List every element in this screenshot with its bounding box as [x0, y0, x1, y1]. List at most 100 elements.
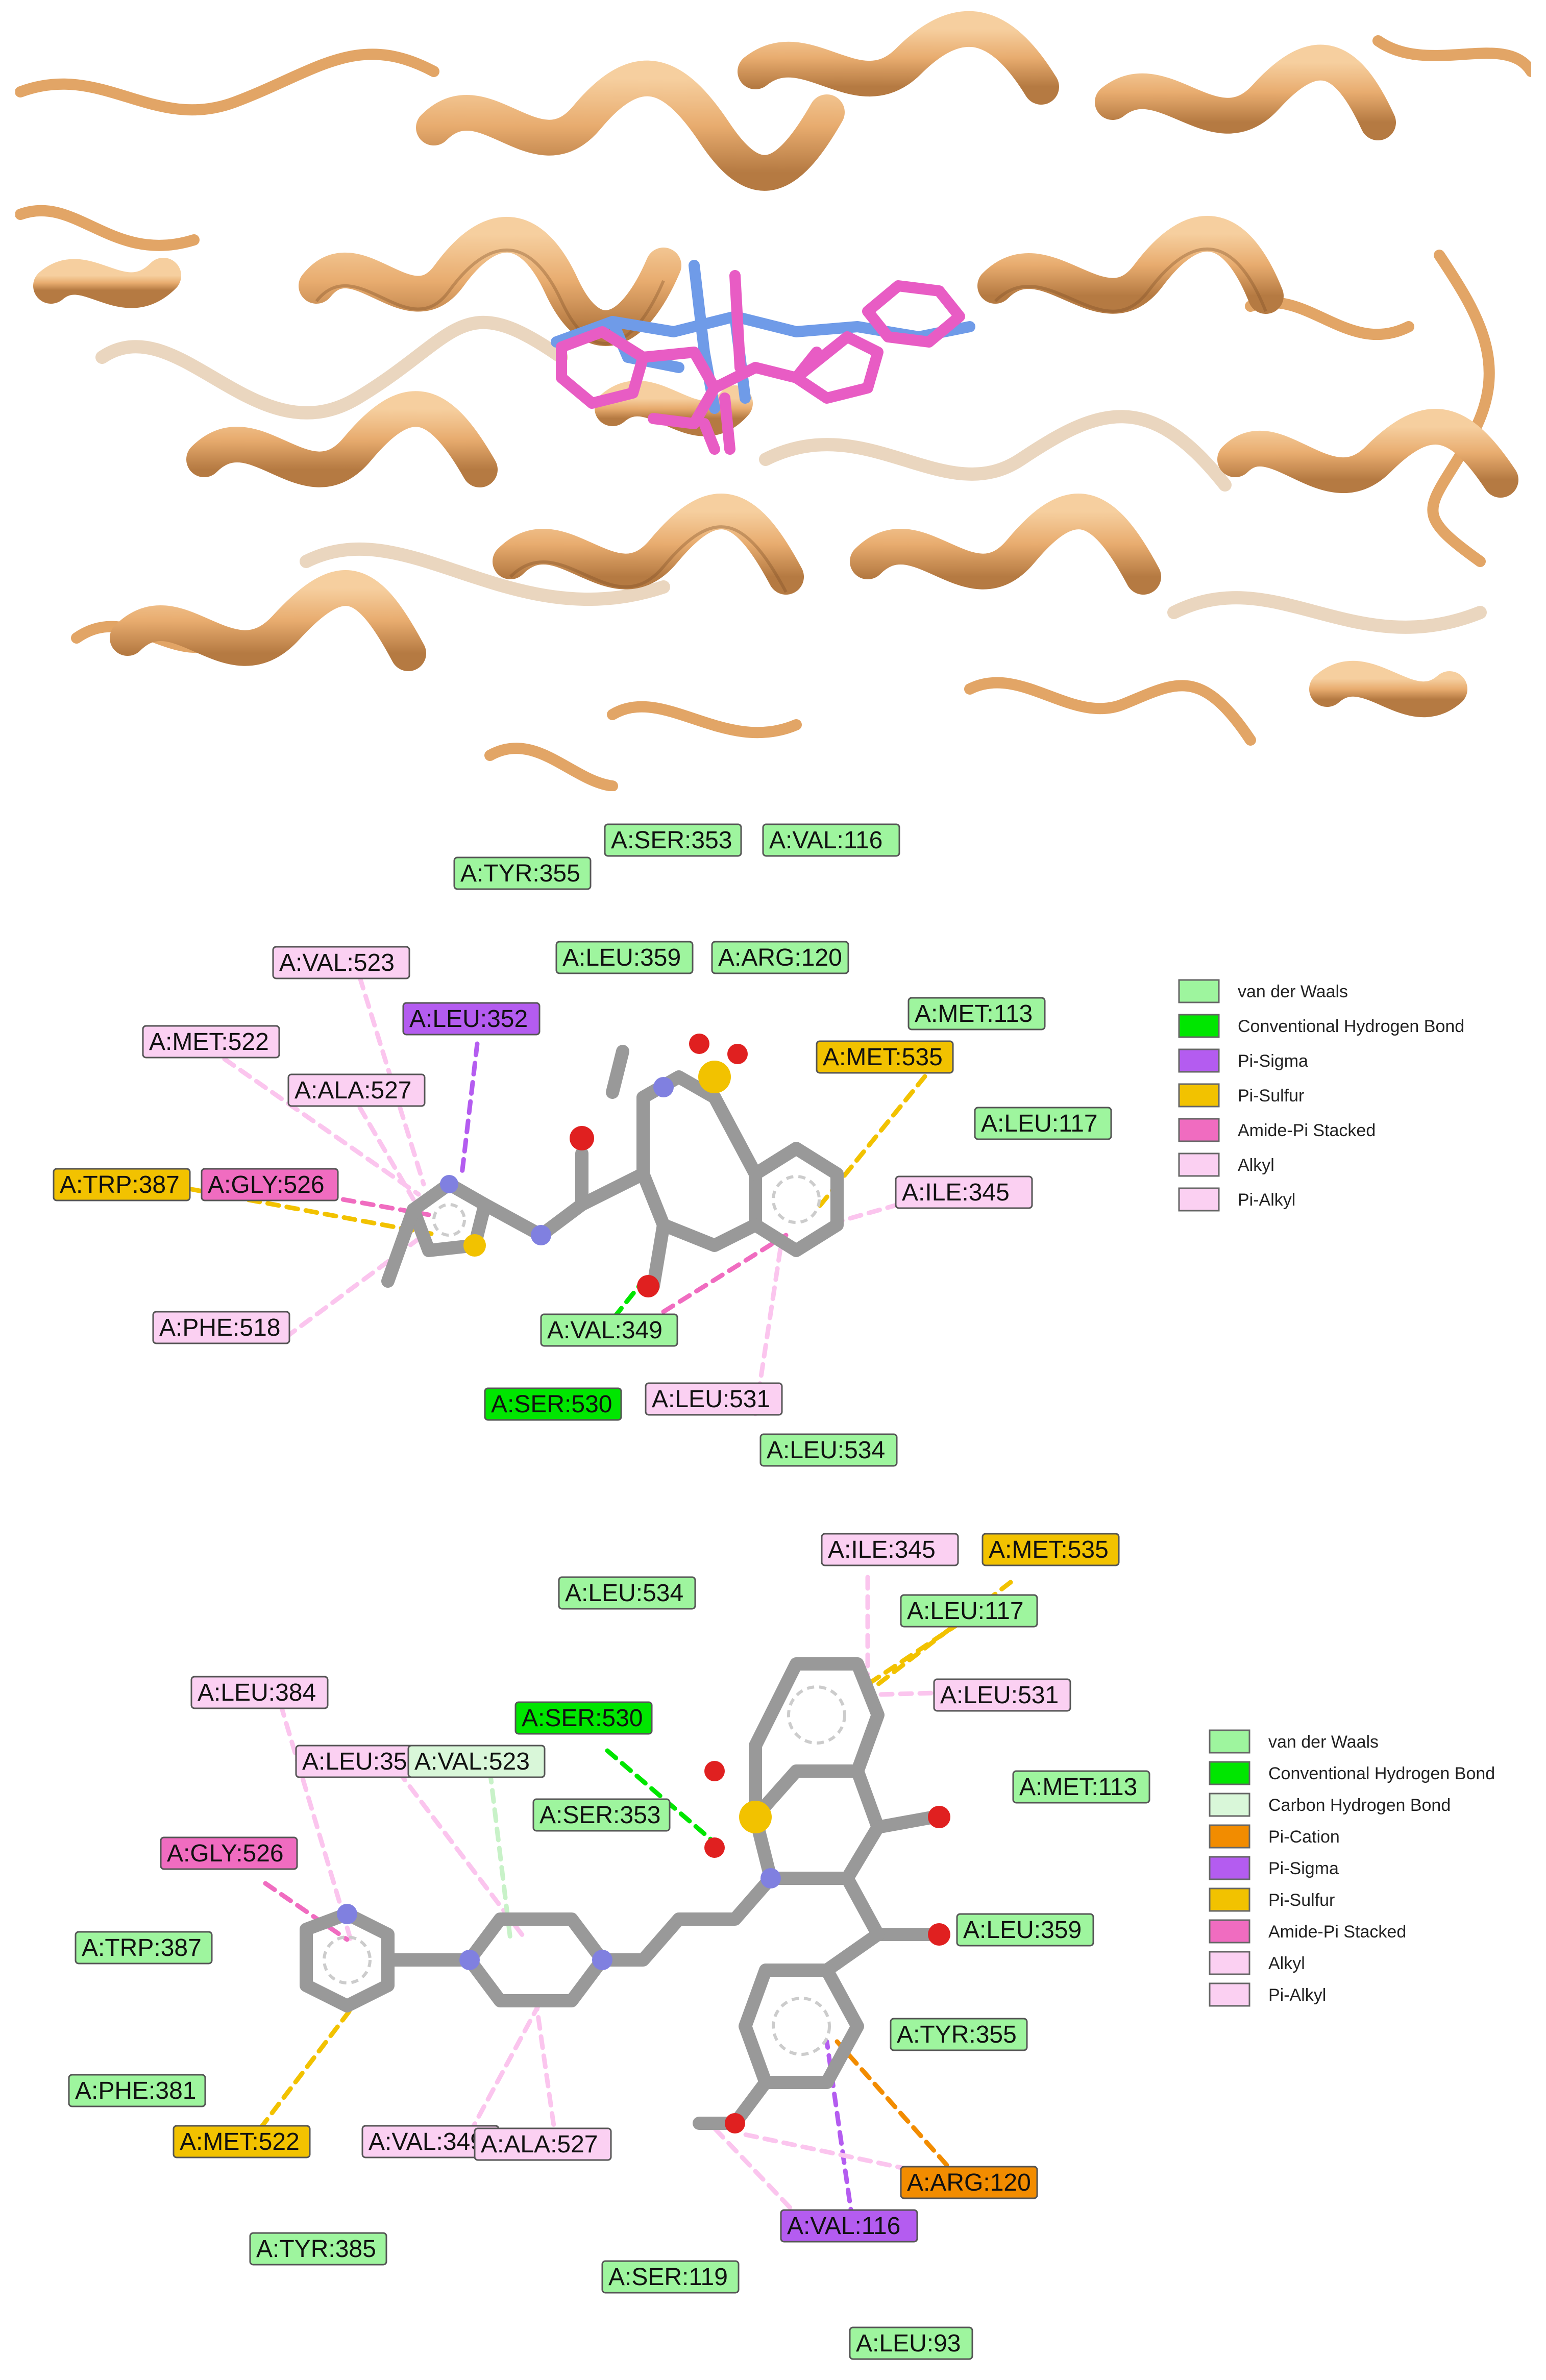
helices	[33, 11, 1518, 718]
panel3-residue-box-8	[407, 1745, 546, 1778]
atom-o-p5	[725, 2113, 745, 2133]
panel3-residue-box-16	[173, 2125, 311, 2158]
panel3-legend-swatch-5	[1209, 1887, 1250, 1912]
panel3-atoms	[337, 1761, 950, 2133]
ligand-pink	[556, 270, 965, 455]
panel2-residue-box-1	[762, 823, 900, 857]
panel3-residue-13: A:TRP:387	[75, 1931, 213, 1965]
panel2-legend-item-4: Amide-Pi Stacked	[1178, 1118, 1376, 1142]
panel2-residue-13: A:GLY:526	[201, 1168, 339, 1201]
panel3-residue-label-18: A:ALA:527	[481, 2131, 598, 2158]
panel3-legend-label-3: Pi-Cation	[1268, 1827, 1340, 1847]
hydroxyl-bond	[647, 1218, 670, 1293]
atom-o-p4	[928, 1923, 950, 1946]
panel3-residue-label-20: A:VAL:116	[787, 2213, 900, 2240]
panel3-residue-label-14: A:TYR:355	[897, 2021, 1017, 2048]
panel3-legend-item-2: Carbon Hydrogen Bond	[1209, 1793, 1451, 1817]
panel3-residue-box-14	[890, 2018, 1028, 2051]
panel3-residue-box-0	[821, 1533, 959, 1566]
panel3-legend-swatch-0	[1209, 1729, 1250, 1754]
panel3-residue-box-13	[75, 1931, 213, 1965]
panel3-residue-label-0: A:ILE:345	[828, 1536, 936, 1563]
methyl-bond	[381, 1203, 420, 1288]
panel2-residue-label-5: A:ARG:120	[718, 944, 842, 971]
panel3-residue-label-2: A:LEU:534	[565, 1580, 683, 1607]
panel3-residue-label-13: A:TRP:387	[82, 1934, 202, 1961]
panel2-residue-label-0: A:SER:353	[611, 827, 732, 854]
panel2-residue-label-18: A:LEU:531	[652, 1386, 770, 1413]
panel2-residue-box-16	[540, 1313, 678, 1347]
panel3-residue-label-5: A:LEU:531	[940, 1682, 1059, 1709]
panel2-legend-swatch-5	[1178, 1152, 1220, 1177]
panel3-residue-11: A:GLY:526	[160, 1836, 298, 1870]
panel3-legend-item-6: Amide-Pi Stacked	[1209, 1919, 1406, 1944]
panel2-residue-label-16: A:VAL:349	[547, 1317, 662, 1344]
panel3-residue-7: A:LEU:352	[295, 1745, 433, 1778]
panel3-residue-19: A:ARG:120	[900, 2166, 1038, 2199]
panel2-residue-16: A:VAL:349	[540, 1313, 678, 1347]
line-arg120-b	[835, 2039, 962, 2182]
panel3-residue-18: A:ALA:527	[474, 2127, 612, 2161]
line-val116-b	[824, 2039, 855, 2223]
line-ala527	[357, 1105, 416, 1202]
panel3-legend-label-1: Conventional Hydrogen Bond	[1268, 1764, 1495, 1783]
panel3-residue-box-6	[514, 1701, 653, 1735]
panel3-residue-box-12	[956, 1913, 1094, 1947]
panel2-residue-12: A:TRP:387	[53, 1168, 191, 1201]
atom-s-2	[463, 1234, 486, 1257]
panel2-residue-label-14: A:ILE:345	[902, 1179, 1010, 1206]
panel2-residue-label-1: A:VAL:116	[769, 827, 882, 854]
panel2-legend-swatch-0	[1178, 979, 1220, 1003]
panel2-residue-label-19: A:LEU:534	[767, 1437, 885, 1464]
panel2-residue-label-2: A:TYR:355	[460, 860, 580, 887]
panel2-legend-swatch-3	[1178, 1083, 1220, 1108]
panel3-residue-box-3	[900, 1594, 1038, 1628]
panel2-residue-label-17: A:SER:530	[491, 1391, 612, 1418]
panel3-legend-swatch-6	[1209, 1919, 1250, 1944]
panel3-residue-8: A:VAL:523	[407, 1745, 546, 1778]
panel3-residue-label-19: A:ARG:120	[907, 2169, 1031, 2196]
panel3-residue-label-3: A:LEU:117	[907, 1598, 1024, 1625]
ring-bonds-b	[636, 1091, 762, 1252]
panel3-residue-box-11	[160, 1836, 298, 1870]
panel2-legend-label-1: Conventional Hydrogen Bond	[1238, 1017, 1464, 1036]
atom-o-3	[727, 1044, 748, 1064]
panel2-residue-label-12: A:TRP:387	[60, 1171, 180, 1198]
panel3-legend-label-8: Pi-Alkyl	[1268, 1985, 1326, 2005]
panel3-residue-0: A:ILE:345	[821, 1533, 959, 1566]
panel2-residue-11: A:LEU:117	[974, 1107, 1112, 1140]
panel2-residue-box-14	[895, 1175, 1033, 1209]
atom-o-p1	[704, 1761, 725, 1781]
panel2-residue-19: A:LEU:534	[759, 1433, 898, 1467]
panel2-residue-box-15	[152, 1311, 290, 1344]
panel2-residue-label-6: A:LEU:352	[409, 1005, 528, 1033]
line-val523-b	[487, 1769, 513, 1942]
protein-structure-panel	[15, 10, 1531, 791]
panel2-residue-17: A:SER:530	[484, 1387, 622, 1421]
panel2-residue-7: A:MET:113	[907, 997, 1046, 1030]
line-ala527-b	[533, 1998, 559, 2146]
atom-o-p3	[928, 1806, 950, 1828]
panel3-residue-9: A:MET:113	[1012, 1770, 1150, 1804]
panel2-residue-label-9: A:MET:535	[823, 1044, 943, 1071]
panel3-legend-item-4: Pi-Sigma	[1209, 1856, 1339, 1880]
panel3-residue-label-11: A:GLY:526	[167, 1840, 284, 1867]
panel2-legend-swatch-4	[1178, 1118, 1220, 1142]
panel3-residue-6: A:SER:530	[514, 1701, 653, 1735]
panel2-residue-box-6	[402, 1002, 541, 1036]
docked-ligands	[551, 260, 975, 455]
panel3-legend-swatch-7	[1209, 1951, 1250, 1975]
phenol-ring	[739, 1928, 885, 2089]
panel2-legend-item-1: Conventional Hydrogen Bond	[1178, 1014, 1464, 1038]
panel2-residue-box-13	[201, 1168, 339, 1201]
panel2-residue-18: A:LEU:531	[645, 1382, 783, 1416]
panel3-legend-item-8: Pi-Alkyl	[1209, 1982, 1326, 2007]
panel2-residue-box-0	[604, 823, 742, 857]
panel3-ligand-skeleton	[300, 1657, 941, 2130]
panel3-residue-20: A:VAL:116	[780, 2209, 918, 2243]
panel2-residue-label-11: A:LEU:117	[981, 1110, 1098, 1137]
line-leu117-b	[865, 1621, 962, 1687]
propyl-chain	[596, 1872, 777, 1967]
